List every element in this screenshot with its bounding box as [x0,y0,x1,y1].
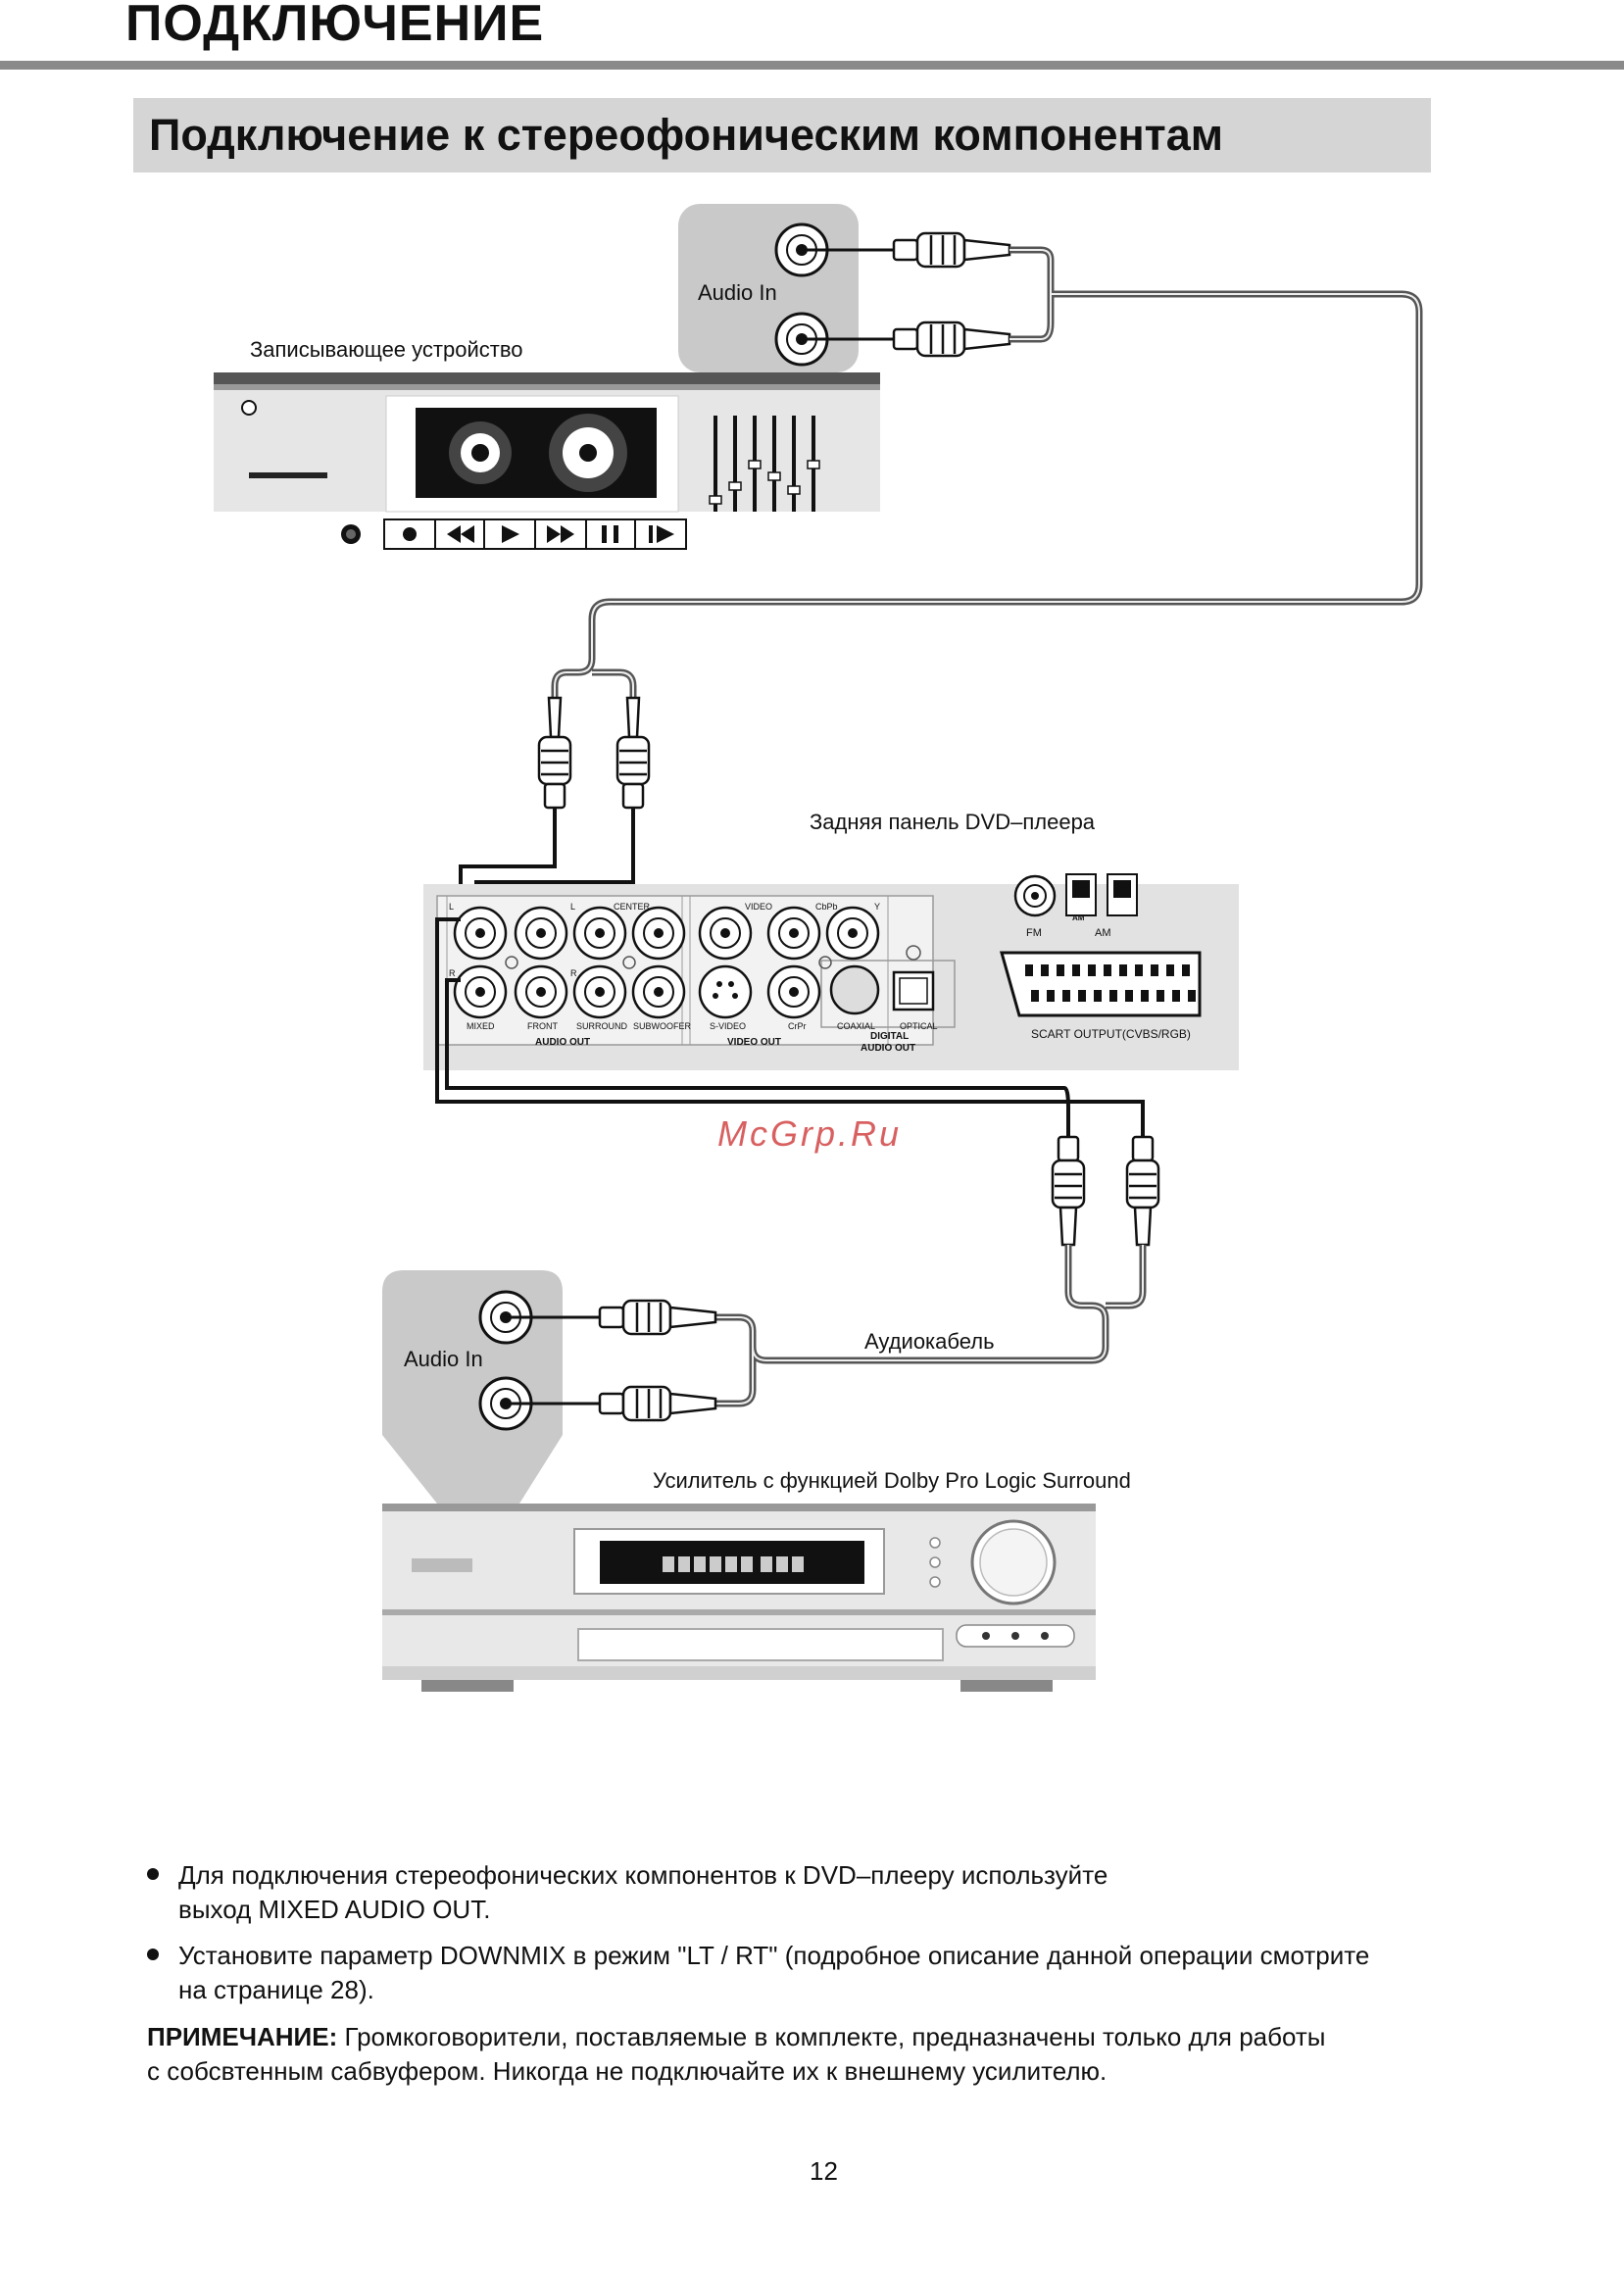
scart-pin [1104,964,1111,976]
scart-pin [1151,964,1158,976]
section-title: Подключение к стереофоническим компонент… [149,110,1224,160]
panel-label-r2: R [570,968,577,978]
note-line-1: Громкоговорители, поставляемые в комплек… [337,2022,1326,2051]
note-line-2: с собсвтенным сабвуфером. Никогда не под… [147,2056,1107,2086]
scart-pin [1166,964,1174,976]
step-icon [649,525,674,543]
fast-forward-icon [547,525,574,543]
bullet-1-line-2: выход MIXED AUDIO OUT. [178,1895,491,1924]
amp-audio-in-box [382,1270,563,1504]
panel-label-cbpb: CbPb [815,902,838,912]
panel-label-video: VIDEO [745,902,773,912]
panel-label-center: CENTER [614,902,651,912]
page-title: ПОДКЛЮЧЕНИЕ [125,0,545,52]
bullet-1-line-1: Для подключения стереофонических компоне… [178,1860,1108,1890]
scart-pin [1188,990,1196,1002]
amplifier-device [382,1504,1096,1692]
panel-label-front: FRONT [527,1021,558,1031]
dvd-upper-plugs [537,696,651,810]
panel-label-coaxial: COAXIAL [837,1021,876,1031]
note-label: ПРИМЕЧАНИЕ: [147,2022,338,2051]
watermark: McGrp.Ru [717,1113,903,1154]
scart-pin [1057,964,1064,976]
panel-label-optical: OPTICAL [900,1021,938,1031]
page-number: 12 [810,2156,838,2186]
panel-label-y: Y [874,902,881,912]
amp-audio-in-label: Audio In [404,1347,483,1371]
scart-pin [1088,964,1096,976]
recorder-audio-in-label: Audio In [698,280,777,305]
scart-connector [1000,951,1202,1017]
amp-plug-bottom [506,1385,717,1422]
scart-pins [1025,964,1196,1002]
scart-pin [1072,964,1080,976]
recorder-transport-buttons [341,518,687,550]
scart-pin [1031,990,1039,1002]
panel-label-l: L [449,902,455,912]
scart-pin [1062,990,1070,1002]
scart-pin [1094,990,1102,1002]
dvd-rear-panel [423,873,1239,1070]
scart-pin [1041,964,1049,976]
scart-pin [1182,964,1190,976]
amp-plug-top [506,1299,717,1336]
svideo-jack [713,981,738,999]
pause-icon [602,525,618,543]
amplifier-label: Усилитель с функцией Dolby Pro Logic Sur… [653,1468,1131,1493]
panel-label-audio-out: AUDIO OUT [535,1037,591,1048]
panel-label-r: R [449,968,456,978]
audio-cable-label: Аудиокабель [864,1329,995,1354]
scart-pin [1047,990,1055,1002]
scart-pin [1025,964,1033,976]
panel-label-subwoofer: SUBWOOFER [633,1021,692,1031]
scart-pin [1109,990,1117,1002]
panel-label-fm: FM [1026,927,1042,939]
play-icon [502,525,519,543]
panel-label-digital-audio-out: AUDIO OUT [861,1043,916,1054]
panel-label-mixed: MIXED [467,1021,495,1031]
panel-label-l2: L [570,902,576,912]
bullet-1-text: Для подключения стереофонических компоне… [178,1858,1531,1927]
bullet-2-line-1: Установите параметр DOWNMIX в режим "LT … [178,1941,1370,1970]
recorder-device [214,372,880,513]
note-text: ПРИМЕЧАНИЕ: Громкоговорители, поставляем… [147,2020,1519,2089]
recorder-plug-bottom [802,321,1011,358]
panel-label-svideo: S-VIDEO [710,1021,747,1031]
scart-pin [1156,990,1164,1002]
scart-pin [1172,990,1180,1002]
panel-label-surround: SURROUND [576,1021,628,1031]
section-bar [133,98,1431,173]
dvd-lower-wires [435,917,1145,1137]
title-rule [0,61,1624,70]
panel-label-crpr: CrPr [788,1021,807,1031]
bullet-1 [147,1868,159,1880]
scart-pin [1141,990,1149,1002]
scart-pin [1119,964,1127,976]
scart-pin [1078,990,1086,1002]
panel-label-video-out: VIDEO OUT [727,1037,782,1048]
bullet-2 [147,1949,159,1960]
connection-diagram [214,204,1423,1692]
scart-pin [1135,964,1143,976]
bullet-2-line-2: на странице 28). [178,1975,374,2004]
recorder-plug-top [802,231,1011,269]
coaxial-jack [829,964,880,1015]
bullet-2-text: Установите параметр DOWNMIX в режим "LT … [178,1939,1531,2007]
rewind-icon [447,525,474,543]
panel-label-scart: SCART OUTPUT(CVBS/RGB) [1031,1027,1191,1041]
panel-label-digital: DIGITAL [870,1031,910,1042]
recorder-label: Записывающее устройство [250,337,523,362]
record-icon [403,527,417,541]
amp-side-plugs [1051,1135,1160,1247]
panel-label-am: AM [1095,927,1111,939]
panel-label-am-small: AM [1072,913,1085,922]
amp-audio-cable [715,1245,1147,1407]
dvd-rear-panel-label: Задняя панель DVD–плеера [810,810,1096,834]
scart-pin [1125,990,1133,1002]
